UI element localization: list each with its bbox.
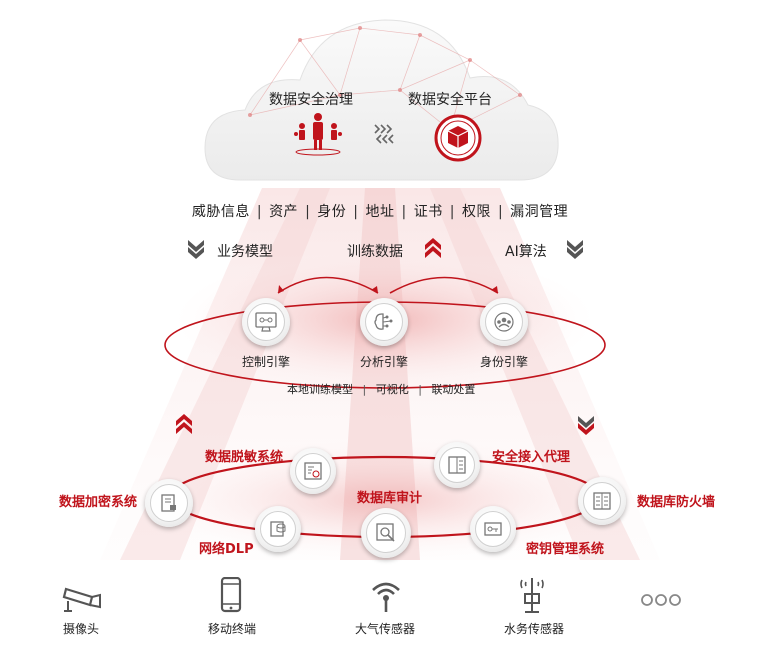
ai-algorithm-label: AI算法	[505, 244, 547, 260]
firewall-icon	[593, 492, 611, 510]
document-lock-icon	[161, 494, 176, 512]
dlp-node[interactable]	[255, 506, 301, 552]
key-mgmt-node[interactable]	[470, 506, 516, 552]
encryption-system-node[interactable]	[145, 479, 193, 527]
info-item-address: 地址	[365, 204, 395, 220]
more-icon[interactable]	[640, 592, 682, 608]
access-proxy-node[interactable]	[434, 442, 480, 488]
db-firewall-node[interactable]	[578, 477, 626, 525]
control-engine-label: 控制引擎	[242, 355, 291, 369]
water-sensor-label: 水务传感器	[504, 622, 565, 636]
air-sensor-label: 大气传感器	[355, 622, 416, 636]
db-audit-label: 数据库审计	[357, 491, 423, 506]
chevron-down-icon	[188, 240, 204, 259]
info-item-certificate: 证书	[413, 204, 443, 220]
cloud-right-title: 数据安全平台	[408, 92, 492, 108]
analysis-engine-label: 分析引擎	[360, 355, 409, 369]
key-mgmt-label: 密钥管理系统	[526, 542, 605, 557]
mobile-icon	[220, 577, 242, 613]
db-firewall-label: 数据库防火墙	[637, 495, 716, 510]
desensitize-system-node[interactable]	[290, 448, 336, 494]
info-item-identity: 身份	[317, 204, 347, 220]
mobile-label: 移动终端	[208, 622, 257, 636]
db-audit-node[interactable]	[361, 508, 411, 558]
dlp-label: 网络DLP	[199, 542, 254, 557]
info-bar: 威胁信息|资产|身份|地址|证书|权限|漏洞管理	[191, 204, 569, 220]
governance-people-icon	[294, 113, 342, 156]
brain-icon	[374, 313, 393, 330]
info-item-permission: 权限	[461, 204, 491, 220]
identity-users-icon	[494, 312, 514, 332]
info-item-vulnerability: 漏洞管理	[510, 204, 569, 220]
air-sensor-icon	[372, 582, 400, 612]
server-rack-icon	[448, 456, 466, 474]
water-sensor-icon	[520, 578, 544, 613]
info-item-threat: 威胁信息	[191, 204, 250, 220]
camera-label: 摄像头	[63, 622, 100, 636]
feature-local-training: 本地训练模型	[287, 383, 353, 396]
sync-arrows-icon	[374, 124, 394, 144]
chevron-up-icon	[425, 238, 441, 258]
control-engine-icon	[255, 312, 277, 332]
network-dlp-icon	[270, 521, 286, 537]
cloud-left-title: 数据安全治理	[269, 92, 353, 108]
control-engine-node[interactable]	[242, 298, 290, 346]
access-proxy-label: 安全接入代理	[492, 450, 571, 465]
key-icon	[484, 522, 502, 536]
analysis-engine-node[interactable]	[360, 298, 408, 346]
platform-badge-icon	[434, 114, 482, 162]
chevron-down-icon	[567, 240, 583, 259]
training-data-label: 训练数据	[347, 244, 403, 260]
feature-linkage: 联动处置	[431, 383, 476, 396]
encryption-system-label: 数据加密系统	[59, 495, 138, 510]
data-mask-icon	[304, 462, 322, 480]
business-model-label: 业务模型	[217, 244, 273, 260]
info-item-asset: 资产	[269, 204, 299, 220]
chevron-down-icon	[578, 416, 594, 435]
identity-engine-label: 身份引擎	[480, 355, 529, 369]
camera-icon	[62, 587, 101, 612]
desensitize-system-label: 数据脱敏系统	[205, 450, 284, 465]
engine-features: 本地训练模型 | 可视化 | 联动处置	[287, 383, 476, 396]
identity-engine-node[interactable]	[480, 298, 528, 346]
feature-visualization: 可视化	[375, 383, 409, 396]
chevron-up-icon	[176, 414, 192, 434]
audit-search-icon	[376, 523, 395, 542]
